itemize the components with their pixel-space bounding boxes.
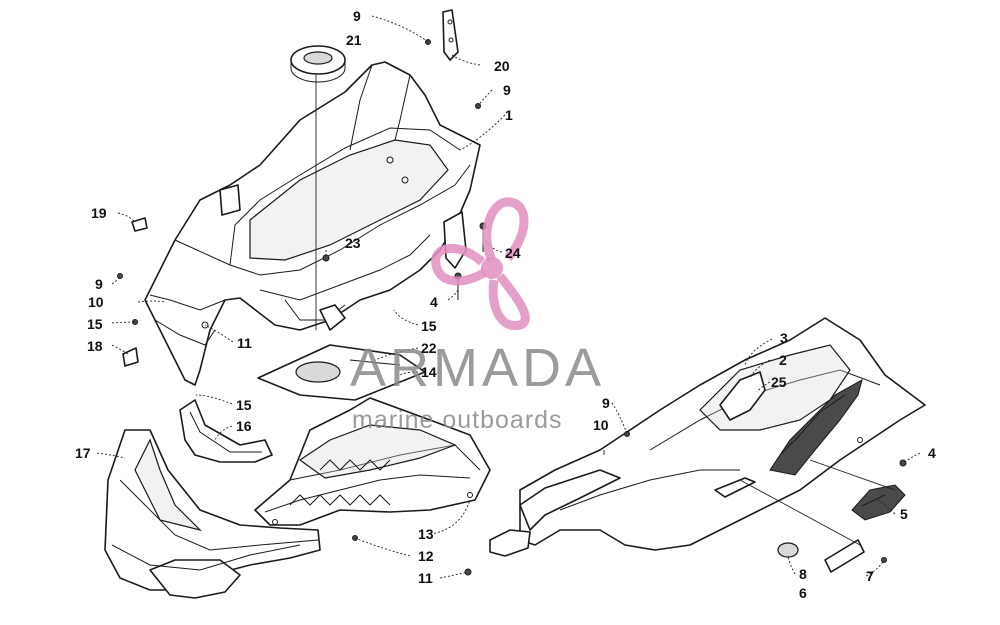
callout-9c: 9 [95,276,103,292]
callout-5: 5 [900,506,908,522]
callout-labels: 9 21 20 9 1 19 23 24 9 10 4 15 15 11 18 … [75,8,936,601]
callout-16: 16 [236,418,252,434]
part-plate [824,539,865,573]
part-reflector [777,542,799,558]
callout-9a: 9 [353,8,361,24]
callout-9d: 9 [602,395,610,411]
watermark-subtitle: marine outboards [352,406,563,434]
part-mount-bracket [464,529,531,576]
callout-22: 22 [421,340,437,356]
callout-4b: 4 [928,445,936,461]
watermark-title: ARMADA [350,338,605,398]
callout-20: 20 [494,58,510,74]
callout-24: 24 [505,245,521,261]
callout-11a: 11 [237,335,252,351]
callout-7: 7 [866,568,874,584]
callout-18: 18 [87,338,103,354]
part-tab [122,347,139,367]
callout-11b: 11 [418,570,433,586]
part-cap [851,484,906,521]
leader-lines [96,15,921,579]
callout-12: 12 [418,548,434,564]
callout-15c: 15 [236,397,252,413]
callout-14: 14 [421,364,437,380]
part-bracket [442,9,459,61]
callout-13: 13 [418,526,434,542]
callout-4a: 4 [430,294,438,310]
part-grommet-ring [290,45,346,83]
part-belly-pan [254,397,491,526]
callout-1: 1 [505,107,513,123]
callout-15a: 15 [87,316,103,332]
part-nose-bumper [104,429,321,599]
callout-2: 2 [779,352,787,368]
propeller-icon [431,197,530,331]
part-deflector [179,399,273,463]
callout-10b: 10 [593,417,609,433]
callout-19: 19 [91,205,107,221]
callout-17: 17 [75,445,91,461]
callout-25: 25 [771,374,787,390]
callout-21: 21 [346,32,362,48]
callout-9b: 9 [503,82,511,98]
callout-6: 6 [799,585,807,601]
callout-3: 3 [780,330,788,346]
callout-23: 23 [345,235,361,251]
part-hood-body [144,61,481,386]
part-floor-plate [257,344,426,401]
part-side-panel [519,317,926,551]
callout-8: 8 [799,566,807,582]
part-clip [131,217,148,232]
callout-10a: 10 [88,294,104,310]
callout-15b: 15 [421,318,437,334]
